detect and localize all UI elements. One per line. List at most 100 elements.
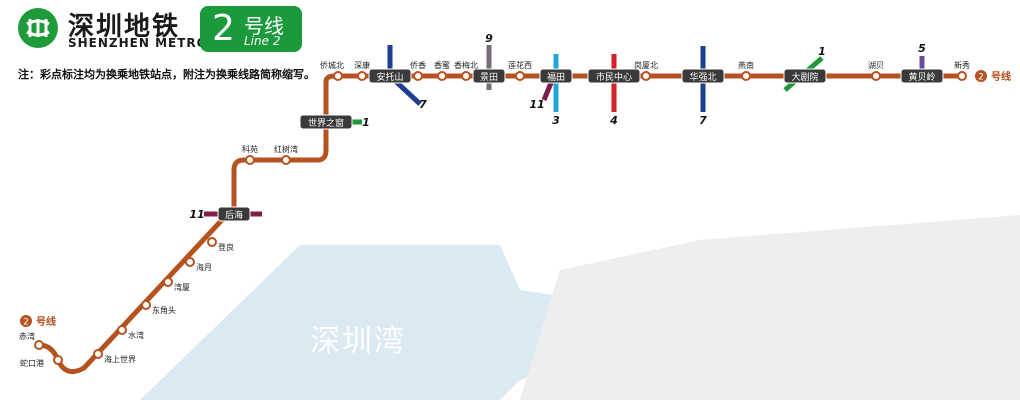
- station-name: 东角头: [152, 305, 176, 315]
- station[interactable]: 新秀: [954, 60, 970, 81]
- station-name: 燕南: [738, 60, 754, 70]
- badge-cn-label: 号线: [244, 14, 284, 38]
- transfer-line-number: 11: [529, 98, 544, 111]
- station[interactable]: 湖贝: [868, 61, 884, 81]
- station-dot: [245, 155, 255, 165]
- station[interactable]: 香蜜: [434, 60, 450, 81]
- station-dot: [957, 71, 967, 81]
- station[interactable]: 科苑: [242, 144, 258, 165]
- station-name: 世界之窗: [308, 117, 344, 129]
- station-name: 登良: [218, 242, 234, 252]
- station-name: 水湾: [128, 330, 144, 340]
- station-dot: [53, 355, 63, 365]
- station[interactable]: 红树湾: [274, 144, 298, 165]
- station-name: 侨香: [410, 60, 426, 70]
- logo-title: 深圳地铁: [68, 12, 181, 42]
- transfer-station[interactable]: 黄贝岭: [900, 68, 944, 84]
- station-name: 莲花西: [508, 60, 532, 70]
- transfer-station[interactable]: 后海: [217, 206, 251, 222]
- transfer-station[interactable]: 大剧院: [783, 68, 827, 84]
- transfer-station-box: [681, 68, 725, 84]
- transfer-station-box: [472, 68, 506, 84]
- line2-number: 2: [978, 73, 984, 83]
- bay-label: 深圳湾: [310, 324, 406, 359]
- station[interactable]: 侨香: [410, 60, 426, 81]
- station-name: 香梅北: [454, 60, 478, 70]
- transfer-station[interactable]: 华强北: [681, 68, 725, 84]
- transfer-line-number: 7: [699, 114, 707, 127]
- station[interactable]: 岗厦北: [634, 61, 658, 81]
- station-name: 安托山: [376, 71, 403, 83]
- station-name: 岗厦北: [634, 61, 658, 70]
- station-dot: [641, 71, 651, 81]
- transfer-station-box: [783, 68, 827, 84]
- transfer-station[interactable]: 市民中心: [587, 68, 641, 84]
- land-area: [520, 215, 1020, 400]
- station-dot: [141, 300, 151, 310]
- transfer-station-box: [900, 68, 944, 84]
- station[interactable]: 蛇口港: [20, 355, 63, 368]
- stations-layer: 赤湾蛇口港 海上世界 水湾 东角头 湾厦海月登良 后海 科苑 红树湾 世界之窗 侨城北深康安托山侨…: [19, 60, 970, 368]
- station-name: 科苑: [242, 144, 258, 154]
- metro-logo-icon: [18, 8, 58, 48]
- transfer-line-number: 9: [485, 32, 493, 45]
- station-dot: [413, 71, 423, 81]
- station-dot: [93, 349, 103, 359]
- station[interactable]: 侨城北: [320, 60, 344, 81]
- transfer-line-number: 1: [362, 116, 370, 129]
- transfer-station-box: [587, 68, 641, 84]
- line-badge: 2 号线 Line 2: [200, 6, 302, 52]
- line2-number: 2: [23, 318, 29, 328]
- station[interactable]: 海上世界: [93, 349, 136, 364]
- station-name: 大剧院: [791, 71, 818, 83]
- transfer-station[interactable]: 世界之窗: [299, 114, 353, 130]
- station-name: 深康: [354, 60, 370, 70]
- station-dot: [185, 257, 195, 267]
- transfer-line-number: 5: [918, 42, 926, 55]
- station[interactable]: 水湾: [117, 325, 144, 340]
- transfer-station[interactable]: 福田: [539, 68, 573, 84]
- station[interactable]: 登良: [207, 237, 234, 252]
- line2-number-icon: [20, 315, 32, 327]
- station[interactable]: 燕南: [738, 60, 754, 81]
- station[interactable]: 深康: [354, 60, 370, 81]
- station-name: 福田: [547, 71, 565, 83]
- station-name: 海上世界: [104, 354, 136, 364]
- station-name: 红树湾: [274, 144, 298, 154]
- badge-number: 2: [212, 8, 235, 49]
- station-name: 市民中心: [596, 71, 632, 83]
- station-name: 蛇口港: [20, 358, 44, 368]
- station-dot: [515, 71, 525, 81]
- station-name: 赤湾: [19, 331, 35, 341]
- station-dot: [333, 71, 343, 81]
- map-note: 注：彩点标注均为换乘地铁站点，附注为换乘线路简称缩写。: [18, 68, 315, 81]
- station-name: 新秀: [954, 60, 970, 70]
- station[interactable]: 香梅北: [454, 60, 478, 81]
- transfer-line-number: 3: [552, 114, 560, 127]
- transfer-line-number: 7: [419, 98, 427, 111]
- transfer-station-box: [539, 68, 573, 84]
- station-name: 海月: [196, 262, 212, 272]
- transfer-station-box: [217, 206, 251, 222]
- station[interactable]: 海月: [185, 257, 212, 272]
- station[interactable]: 莲花西: [508, 60, 532, 81]
- line2-number-icon: [975, 70, 987, 82]
- station-dot: [281, 155, 291, 165]
- badge-en-label: Line 2: [244, 34, 281, 48]
- station[interactable]: 赤湾: [19, 331, 44, 350]
- station-dot: [163, 277, 173, 287]
- transfer-station-box: [299, 114, 353, 130]
- station[interactable]: 湾厦: [163, 277, 190, 292]
- transfer-line-number: 11: [189, 208, 204, 221]
- station-dot: [357, 71, 367, 81]
- station-dot: [461, 71, 471, 81]
- transfer-station[interactable]: 景田: [472, 68, 506, 84]
- station[interactable]: 东角头: [141, 300, 176, 315]
- line2-label: 号线: [36, 315, 56, 328]
- station-dot: [871, 71, 881, 81]
- station-name: 后海: [225, 209, 243, 221]
- transfer-station[interactable]: 安托山: [368, 68, 412, 84]
